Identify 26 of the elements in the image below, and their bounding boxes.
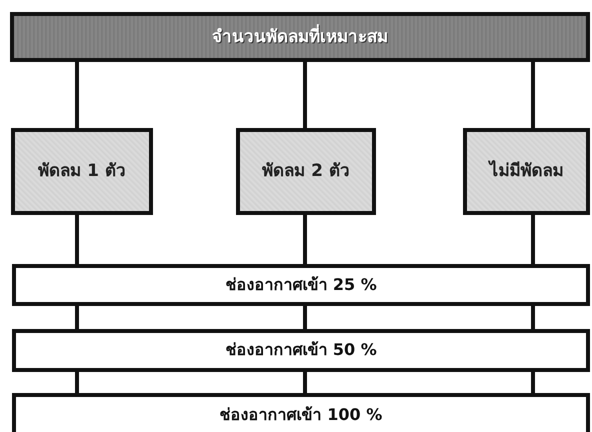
box-label: จำนวนพัดลมที่เหมาะสม xyxy=(212,22,388,52)
connector-line xyxy=(75,370,79,395)
connector-line xyxy=(303,213,307,266)
connector-line xyxy=(75,213,79,266)
title-banner xyxy=(10,12,590,62)
connector-line xyxy=(303,304,307,331)
option-box xyxy=(11,128,153,215)
connector-line xyxy=(303,370,307,395)
inlet-bar xyxy=(12,329,590,372)
box-label: พัดลม 1 ตัว xyxy=(38,160,126,184)
inlet-bar xyxy=(12,264,590,306)
connector-line xyxy=(75,60,79,130)
box-label: ช่องอากาศเข้า 100 % xyxy=(220,404,382,426)
option-box xyxy=(463,128,590,215)
box-label: ช่องอากาศเข้า 50 % xyxy=(225,339,377,362)
box-label: ช่องอากาศเข้า 25 % xyxy=(225,274,377,296)
connector-line xyxy=(531,370,535,395)
box-label: พัดลม 2 ตัว xyxy=(262,160,350,184)
inlet-bar xyxy=(12,393,590,432)
connector-line xyxy=(531,60,535,130)
connector-line xyxy=(531,304,535,331)
connector-line xyxy=(303,60,307,130)
connector-line xyxy=(531,213,535,266)
connector-line xyxy=(75,304,79,331)
option-box xyxy=(236,128,376,215)
box-label: ไม่มีพัดลม xyxy=(490,159,564,184)
